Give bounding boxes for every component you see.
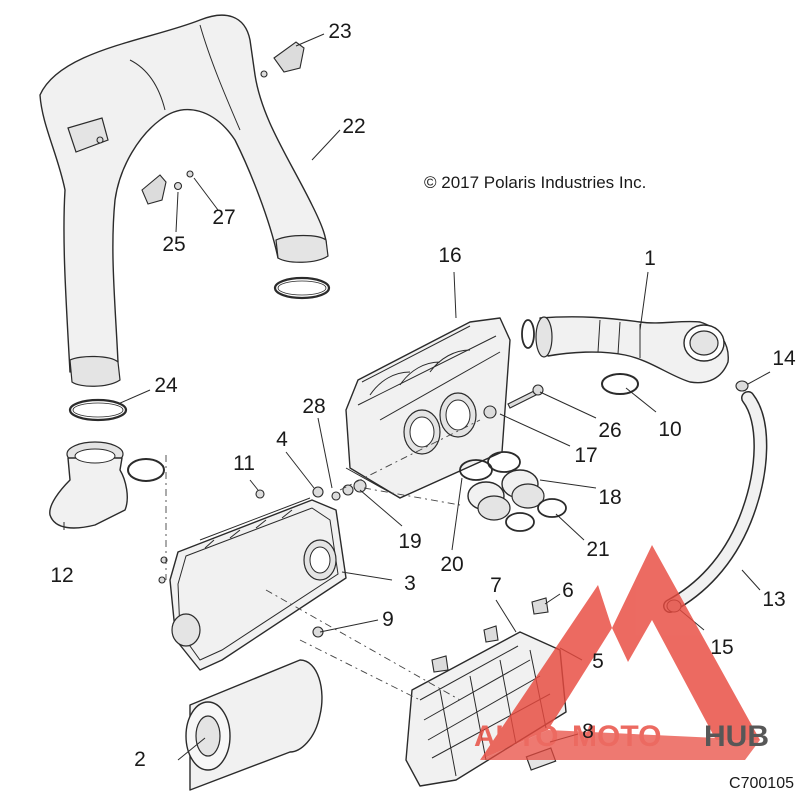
part-5-6-clips — [431, 597, 549, 673]
watermark-auto: AUTO — [474, 720, 558, 753]
callout-9: 9 — [382, 608, 394, 631]
callout-1: 1 — [644, 247, 656, 270]
leader-lines — [63, 33, 771, 761]
callout-6: 6 — [562, 579, 574, 602]
part-12-elbow — [49, 441, 165, 529]
part-11-screw — [255, 489, 265, 499]
part-25-27-bracket — [141, 170, 194, 205]
callout-18: 18 — [598, 486, 621, 509]
part-13-drain-hose — [663, 391, 768, 613]
assembly-center-lines — [165, 419, 481, 701]
callout-8: 8 — [582, 720, 594, 743]
part-1-intake-tube — [521, 316, 729, 384]
callout-4: 4 — [276, 428, 288, 451]
watermark-triangle-left-icon — [480, 585, 612, 760]
callout-13: 13 — [762, 588, 785, 611]
watermark-logo: AUTO MOTO HUB — [474, 545, 769, 760]
callout-11: 11 — [233, 452, 255, 475]
callout-17: 17 — [574, 444, 597, 467]
callout-21: 21 — [586, 538, 609, 561]
part-18-20-21-boots — [459, 451, 567, 532]
callout-22: 22 — [342, 115, 365, 138]
part-3-airbox-base — [158, 497, 347, 671]
part-2-filter — [185, 659, 323, 791]
part-24-clamp — [68, 398, 128, 422]
callout-7: 7 — [490, 574, 502, 597]
part-23-bracket — [260, 41, 305, 78]
callout-10: 10 — [658, 418, 681, 441]
callout-12: 12 — [50, 564, 73, 587]
copyright-notice: © 2017 Polaris Industries Inc. — [424, 173, 646, 192]
callout-24: 24 — [154, 374, 178, 397]
callout-27: 27 — [212, 206, 235, 229]
part-22-intake-duct — [39, 14, 329, 387]
part-14-clamp — [735, 380, 749, 392]
part-4-19-28-hardware — [312, 479, 367, 501]
watermark-triangle-right-icon — [612, 545, 760, 740]
callout-28: 28 — [302, 395, 325, 418]
callout-25: 25 — [162, 233, 185, 256]
watermark-hub: HUB — [704, 720, 769, 753]
callout-5: 5 — [592, 650, 604, 673]
watermark-moto: MOTO — [572, 720, 661, 753]
callout-19: 19 — [398, 530, 421, 553]
callout-16: 16 — [438, 244, 461, 267]
callout-labels: 1 2 3 4 5 6 7 8 9 10 11 12 13 14 15 16 1… — [50, 20, 796, 771]
callout-20: 20 — [440, 553, 463, 576]
part-9-fastener — [312, 626, 324, 638]
callout-15: 15 — [710, 636, 733, 659]
callout-14: 14 — [772, 347, 796, 370]
callout-26: 26 — [598, 419, 621, 442]
drawing-number: C700105 — [729, 775, 794, 792]
callout-3: 3 — [404, 572, 416, 595]
part-10-clamp — [601, 373, 639, 395]
callout-23: 23 — [328, 20, 351, 43]
callout-2: 2 — [134, 748, 146, 771]
duct-clamp-upper — [273, 276, 331, 300]
